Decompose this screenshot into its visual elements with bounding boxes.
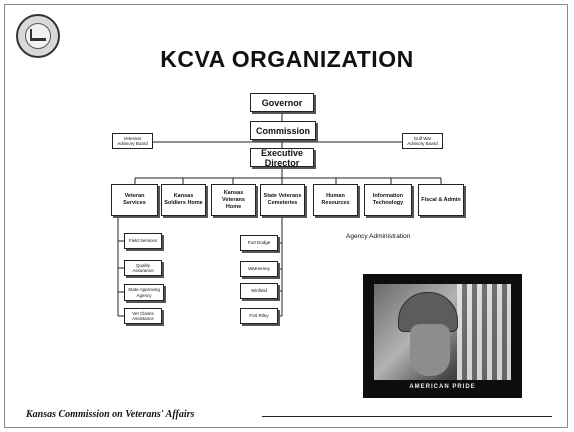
footer-divider (262, 416, 552, 417)
veteran-services-box: Veteran Services (111, 184, 158, 216)
veterans-advisory-board-box: Veterans Advisory Board (112, 133, 153, 149)
wakeeney-box: WaKeeney (240, 261, 278, 277)
kansas-soldiers-home-box: Kansas Soldiers Home (161, 184, 206, 216)
american-pride-poster: AMERICAN PRIDE (363, 274, 522, 398)
footer-agency-name: Kansas Commission on Veterans' Affairs (26, 409, 195, 420)
state-veterans-cemeteries-box: State Veterans Cemeteries (260, 184, 305, 216)
gulf-war-advisory-board-box: Gulf War Advisory Board (402, 133, 443, 149)
field-services-box: Field Services (124, 233, 162, 249)
governor-box: Governor (250, 93, 314, 112)
state-seal-logo (16, 14, 60, 58)
seal-emblem-icon (30, 29, 46, 41)
commission-box: Commission (250, 121, 316, 140)
poster-caption: AMERICAN PRIDE (409, 384, 476, 390)
agency-administration-label: Agency Administration (346, 233, 411, 240)
winfield-box: Winfield (240, 283, 278, 299)
information-technology-box: Information Technology (364, 184, 412, 216)
seal-inner-icon (25, 23, 51, 49)
page-title: KCVA ORGANIZATION (160, 46, 414, 72)
fiscal-admin-box: Fiscal & Admin (418, 184, 464, 216)
executive-director-box: Executive Director (250, 148, 314, 168)
fort-dodge-box: Fort Dodge (240, 235, 278, 251)
slide-frame (4, 4, 568, 428)
soldier-face-shape (410, 324, 450, 376)
soldier-with-flag-image (374, 284, 511, 380)
vet-claims-assistance-box: Vet Claims Assistance (124, 308, 162, 324)
state-approving-agency-box: State Approving Agency (124, 284, 164, 301)
fort-riley-box: Fort Riley (240, 308, 278, 324)
kansas-veterans-home-box: Kansas Veterans Home (211, 184, 256, 216)
human-resources-box: Human Resources (313, 184, 358, 216)
flag-stripes (457, 284, 511, 380)
quality-assurance-box: Quality Assurance (124, 260, 162, 276)
